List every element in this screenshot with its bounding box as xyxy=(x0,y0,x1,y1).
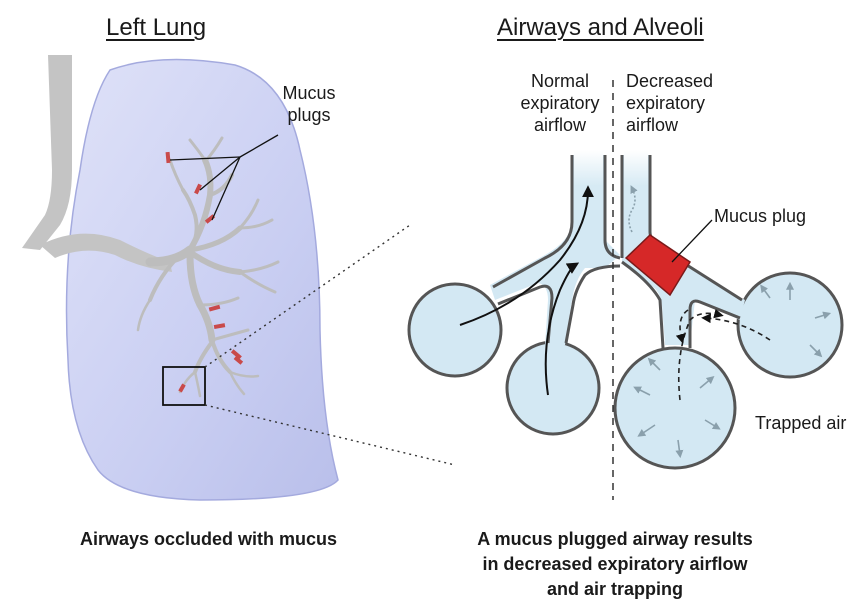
right-caption: A mucus plugged airway results in decrea… xyxy=(450,527,780,602)
decreased-airflow-label-line: airflow xyxy=(626,114,713,136)
trapped-air-label: Trapped air xyxy=(755,412,846,434)
normal-airflow-label-line: expiratory xyxy=(510,92,610,114)
mucus-plugs-label: Mucus plugs xyxy=(274,82,344,126)
mucus-plug-label: Mucus plug xyxy=(714,205,806,227)
right-panel-title: Airways and Alveoli xyxy=(497,14,704,42)
trachea xyxy=(22,55,72,250)
normal-airway-fade xyxy=(574,150,603,210)
plug-label-leader xyxy=(672,220,712,262)
left-caption: Airways occluded with mucus xyxy=(80,527,337,552)
right-caption-line: A mucus plugged airway results xyxy=(450,527,780,552)
blocked-airway-fade xyxy=(624,150,648,210)
left-panel-title: Left Lung xyxy=(106,14,206,42)
normal-airflow-label: Normal expiratory airflow xyxy=(510,70,610,136)
alveolus-normal-left xyxy=(409,284,501,376)
airways-illustration xyxy=(409,80,842,500)
decreased-airflow-label-line: expiratory xyxy=(626,92,713,114)
right-caption-line: and air trapping xyxy=(450,577,780,602)
left-lung-illustration xyxy=(22,55,455,500)
alveolus-normal-bottom xyxy=(507,342,599,434)
alveolus-trapped-bottom xyxy=(615,348,735,468)
decreased-airflow-label: Decreased expiratory airflow xyxy=(626,70,713,136)
right-caption-line: in decreased expiratory airflow xyxy=(450,552,780,577)
normal-airflow-label-line: Normal xyxy=(510,70,610,92)
normal-airflow-label-line: airflow xyxy=(510,114,610,136)
decreased-airflow-label-line: Decreased xyxy=(626,70,713,92)
